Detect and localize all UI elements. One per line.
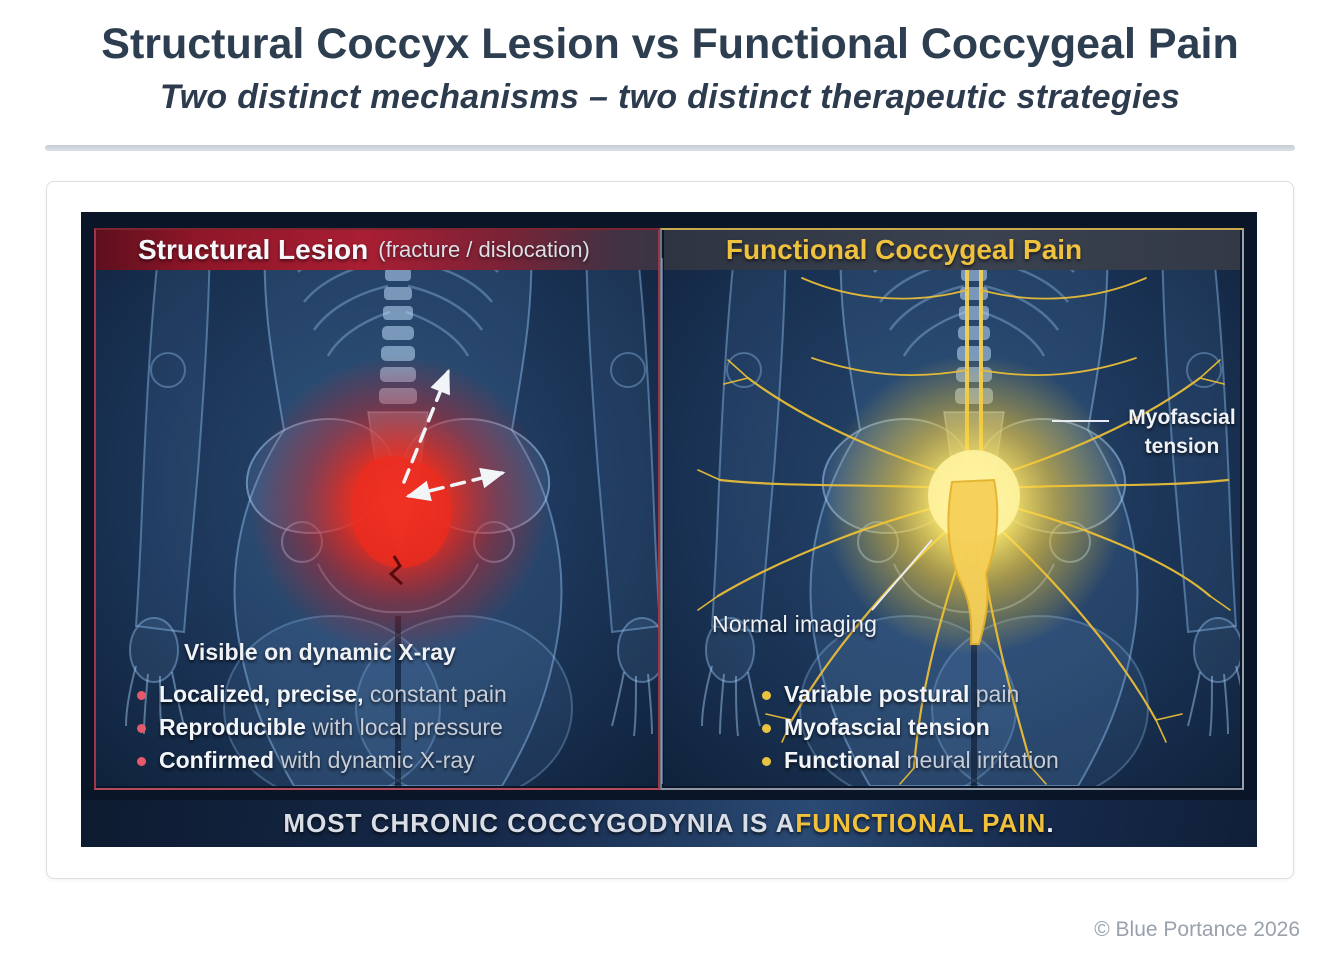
bullet-rest-text: with local pressure — [305, 714, 503, 740]
list-item: Reproducible with local pressure — [129, 711, 507, 744]
structural-bullet-list: Localized, precise, constant pain Reprod… — [129, 678, 507, 777]
normal-imaging-label: Normal imaging — [712, 611, 878, 637]
displacement-arrows — [402, 368, 506, 502]
left-panel-subtitle: (fracture / dislocation) — [378, 237, 590, 262]
coccyx-highlight — [947, 478, 999, 645]
right-panel-illustration — [664, 230, 1240, 786]
list-item: Myofascial tension — [754, 711, 1059, 744]
divider-rule — [45, 145, 1295, 151]
page-title: Structural Coccyx Lesion vs Functional C… — [101, 20, 1239, 68]
bullet-bold-text: Functional — [784, 747, 901, 773]
bullet-rest-text: constant pain — [363, 681, 507, 707]
bullet-rest-text: pain — [969, 681, 1020, 707]
label-pointer-lines — [871, 420, 1109, 611]
copyright-notice: © Blue Portance 2026 — [1094, 918, 1300, 941]
left-panel-header: Structural Lesion (fracture / dislocatio… — [96, 230, 658, 270]
myofascial-tension-label: Myofascial tension — [1109, 403, 1255, 461]
panel-divider — [661, 258, 663, 784]
xray-label: Visible on dynamic X-ray — [184, 639, 456, 665]
list-item: Functional neural irritation — [754, 744, 1059, 777]
right-panel-header: Functional Coccygeal Pain — [664, 230, 1240, 270]
bullet-bold-text: Confirmed — [159, 747, 274, 773]
left-panel-illustration — [96, 230, 658, 786]
list-item: Localized, precise, constant pain — [129, 678, 507, 711]
banner-highlight: FUNCTIONAL PAIN — [795, 808, 1047, 838]
list-item: Variable postural pain — [754, 678, 1059, 711]
conclusion-banner: MOST CHRONIC COCCYGODYNIA IS A FUNCTIONA… — [81, 800, 1257, 847]
functional-bullet-list: Variable postural pain Myofascial tensio… — [754, 678, 1059, 777]
banner-prefix: MOST CHRONIC COCCYGODYNIA IS A — [283, 808, 796, 838]
bullet-bold-text: Reproducible — [159, 714, 306, 740]
myofascial-label-line2: tension — [1144, 435, 1220, 458]
bullet-bold-text: Localized, precise, — [159, 681, 364, 707]
fracture-crack — [388, 555, 404, 586]
figure-card: Structural Lesion (fracture / dislocatio… — [46, 181, 1294, 879]
bullet-bold-text: Myofascial tension — [784, 714, 990, 740]
left-panel-title: Structural Lesion — [138, 234, 369, 265]
infographic-figure: Structural Lesion (fracture / dislocatio… — [81, 212, 1257, 847]
page-subtitle: Two distinct mechanisms – two distinct t… — [159, 78, 1181, 116]
list-item: Confirmed with dynamic X-ray — [129, 744, 507, 777]
right-panel-title: Functional Coccygeal Pain — [725, 234, 1083, 265]
bullet-bold-text: Variable postural — [784, 681, 970, 707]
bullet-rest-text: with dynamic X-ray — [274, 747, 475, 773]
myofascial-label-line1: Myofascial — [1128, 406, 1236, 429]
banner-period: . — [1046, 808, 1055, 838]
bullet-rest-text: neural irritation — [900, 747, 1059, 773]
